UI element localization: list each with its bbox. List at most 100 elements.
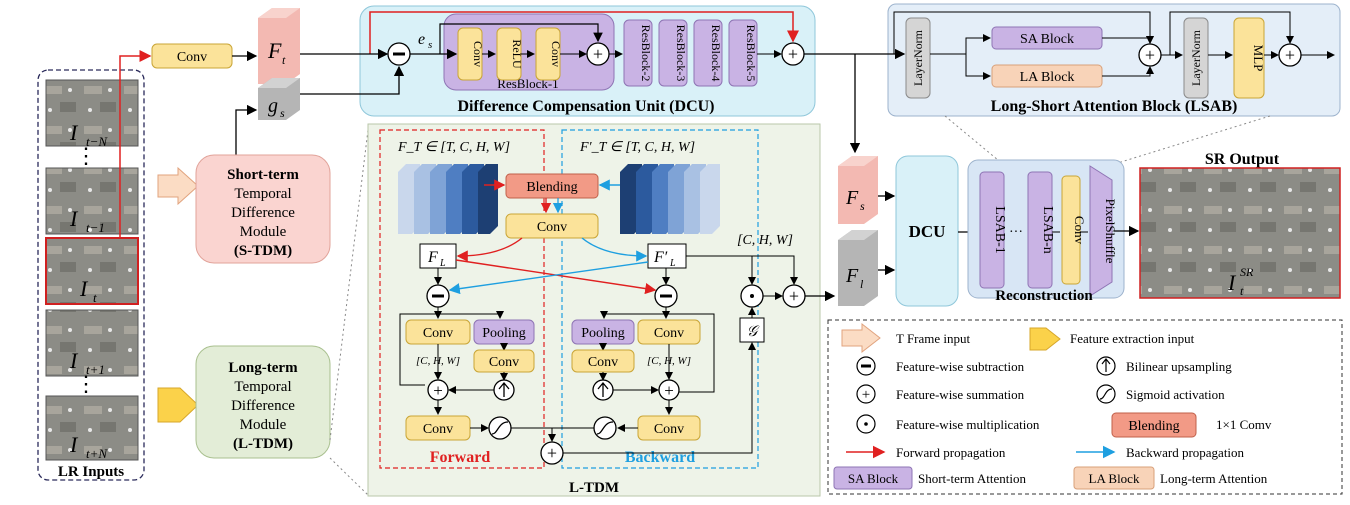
forward-sigmoid <box>488 416 512 440</box>
ft-set-label: F_T ∈ [T, C, H, W] <box>397 140 510 155</box>
dcu-sum-outer: + <box>781 42 805 66</box>
backward-upsample <box>592 379 614 401</box>
legend-sigmoid: Sigmoid activation <box>1096 384 1225 404</box>
es-label: e <box>418 31 425 48</box>
svg-text:t+1: t+1 <box>86 362 105 377</box>
svg-text:t: t <box>93 290 97 305</box>
svg-text:Conv: Conv <box>1072 216 1087 245</box>
svg-text:Pooling: Pooling <box>482 326 526 341</box>
lsab-1-block: LSAB-1 <box>979 171 1007 289</box>
svg-text:Backward propagation: Backward propagation <box>1126 445 1245 460</box>
svg-text:+: + <box>788 44 798 64</box>
svg-text:+: + <box>1285 45 1295 65</box>
ltdm-final-sum: + <box>540 441 564 465</box>
svg-text:Conv: Conv <box>654 422 684 437</box>
frame-t-plus-n: I t+N <box>45 395 139 461</box>
svg-text:+: + <box>547 443 557 463</box>
frame-t: I t <box>45 237 139 305</box>
svg-text:Temporal: Temporal <box>234 186 291 202</box>
svg-text:Feature-wise multiplication: Feature-wise multiplication <box>896 417 1040 432</box>
right-dcu: DCU <box>895 155 959 307</box>
ftp-set-label: F′_T ∈ [T, C, H, W] <box>579 140 695 155</box>
forward-subtract <box>426 284 450 308</box>
svg-text:Long-term: Long-term <box>228 360 298 376</box>
backward-pooling: Pooling <box>571 319 635 345</box>
dcu-conv-1: Conv <box>457 27 485 81</box>
svg-text:F′: F′ <box>653 249 668 266</box>
svg-text:LayerNorm: LayerNorm <box>1189 29 1203 86</box>
ltdm-multiply <box>740 284 764 308</box>
chw-output-label: [C, H, W] <box>737 233 793 248</box>
svg-text:LSAB-n: LSAB-n <box>1040 206 1055 253</box>
svg-text:Conv: Conv <box>177 50 207 65</box>
svg-text:t−N: t−N <box>86 134 108 149</box>
dcu-subtract <box>387 42 411 66</box>
ltdm-conv-main: Conv <box>505 213 599 239</box>
svg-text:Difference: Difference <box>231 205 295 221</box>
flp-box: F′ L <box>647 243 687 269</box>
svg-text:I: I <box>79 276 89 301</box>
svg-text:l: l <box>860 277 864 291</box>
svg-text:ResBlock-3: ResBlock-3 <box>674 25 688 82</box>
svg-text:Bilinear upsampling: Bilinear upsampling <box>1126 359 1232 374</box>
svg-text:I: I <box>69 348 79 373</box>
forward-conv-2: Conv <box>473 349 535 373</box>
svg-text:L: L <box>439 258 446 269</box>
fl-feature: F l <box>838 230 878 306</box>
backward-sigmoid <box>593 416 617 440</box>
backward-sum: + <box>658 379 680 401</box>
svg-text:LayerNorm: LayerNorm <box>911 29 925 86</box>
svg-text:ReLU: ReLU <box>510 39 524 69</box>
svg-text:I: I <box>1227 270 1237 295</box>
dcu-conv-2: Conv <box>535 27 563 81</box>
resblock-3: ResBlock-3 <box>658 19 688 87</box>
legend-summation: + Feature-wise summation <box>856 384 1025 404</box>
svg-text:t: t <box>1240 284 1244 298</box>
svg-text:𝒢: 𝒢 <box>747 324 760 340</box>
backward-subtract <box>654 284 678 308</box>
legend-frame-input: T Frame input <box>841 322 971 354</box>
svg-text:s: s <box>428 39 432 51</box>
svg-text:LA Block: LA Block <box>1089 471 1140 486</box>
sr-output-image: I SR t <box>1139 167 1341 299</box>
dcu-relu: ReLU <box>496 27 524 81</box>
forward-label: Forward <box>430 449 491 466</box>
svg-text:Blending: Blending <box>526 180 577 195</box>
svg-text:DCU: DCU <box>909 222 946 241</box>
frame-t-minus-1: I t−1 <box>45 167 139 235</box>
svg-text:MLP: MLP <box>1251 45 1266 72</box>
svg-text:Conv: Conv <box>423 422 453 437</box>
ft-skip-arrow <box>369 11 799 54</box>
svg-text:F: F <box>427 249 438 266</box>
svg-text:Temporal: Temporal <box>234 379 291 395</box>
svg-text:t−1: t−1 <box>86 220 105 235</box>
svg-text:Module: Module <box>240 417 287 433</box>
forward-conv-3: Conv <box>405 415 471 441</box>
feature-extraction-arrow <box>157 387 199 423</box>
backward-label: Backward <box>625 449 695 466</box>
backward-feature-stack <box>620 164 720 234</box>
legend-subtraction: Feature-wise subtraction <box>856 356 1025 376</box>
mlp-block: MLP <box>1233 17 1266 99</box>
forward-feature-stack <box>398 164 498 234</box>
recon-conv-block: Conv <box>1061 175 1087 285</box>
svg-text:I: I <box>69 432 79 457</box>
svg-text:Short-term Attention: Short-term Attention <box>918 471 1026 486</box>
svg-text:Conv: Conv <box>471 41 485 67</box>
svg-text:ResBlock-4: ResBlock-4 <box>709 25 723 82</box>
svg-text:Difference: Difference <box>231 398 295 414</box>
svg-text:t+N: t+N <box>86 446 108 461</box>
top-conv: Conv <box>151 43 233 69</box>
sa-block: SA Block <box>991 26 1103 50</box>
svg-text:SA Block: SA Block <box>1020 32 1074 47</box>
svg-text:s: s <box>280 106 285 120</box>
lsab-sum-2: + <box>1278 43 1302 67</box>
legend-forward: Forward propagation <box>846 445 1006 460</box>
legend-upsampling: Bilinear upsampling <box>1096 356 1232 376</box>
reconstruction-panel: LSAB-1 ··· LSAB-n Conv PixelShuffle Reco… <box>967 159 1125 304</box>
svg-text:ResBlock-2: ResBlock-2 <box>639 25 653 82</box>
svg-text:+: + <box>789 286 799 306</box>
forward-conv-1: Conv <box>405 319 471 345</box>
fs-feature: F s <box>838 156 878 224</box>
